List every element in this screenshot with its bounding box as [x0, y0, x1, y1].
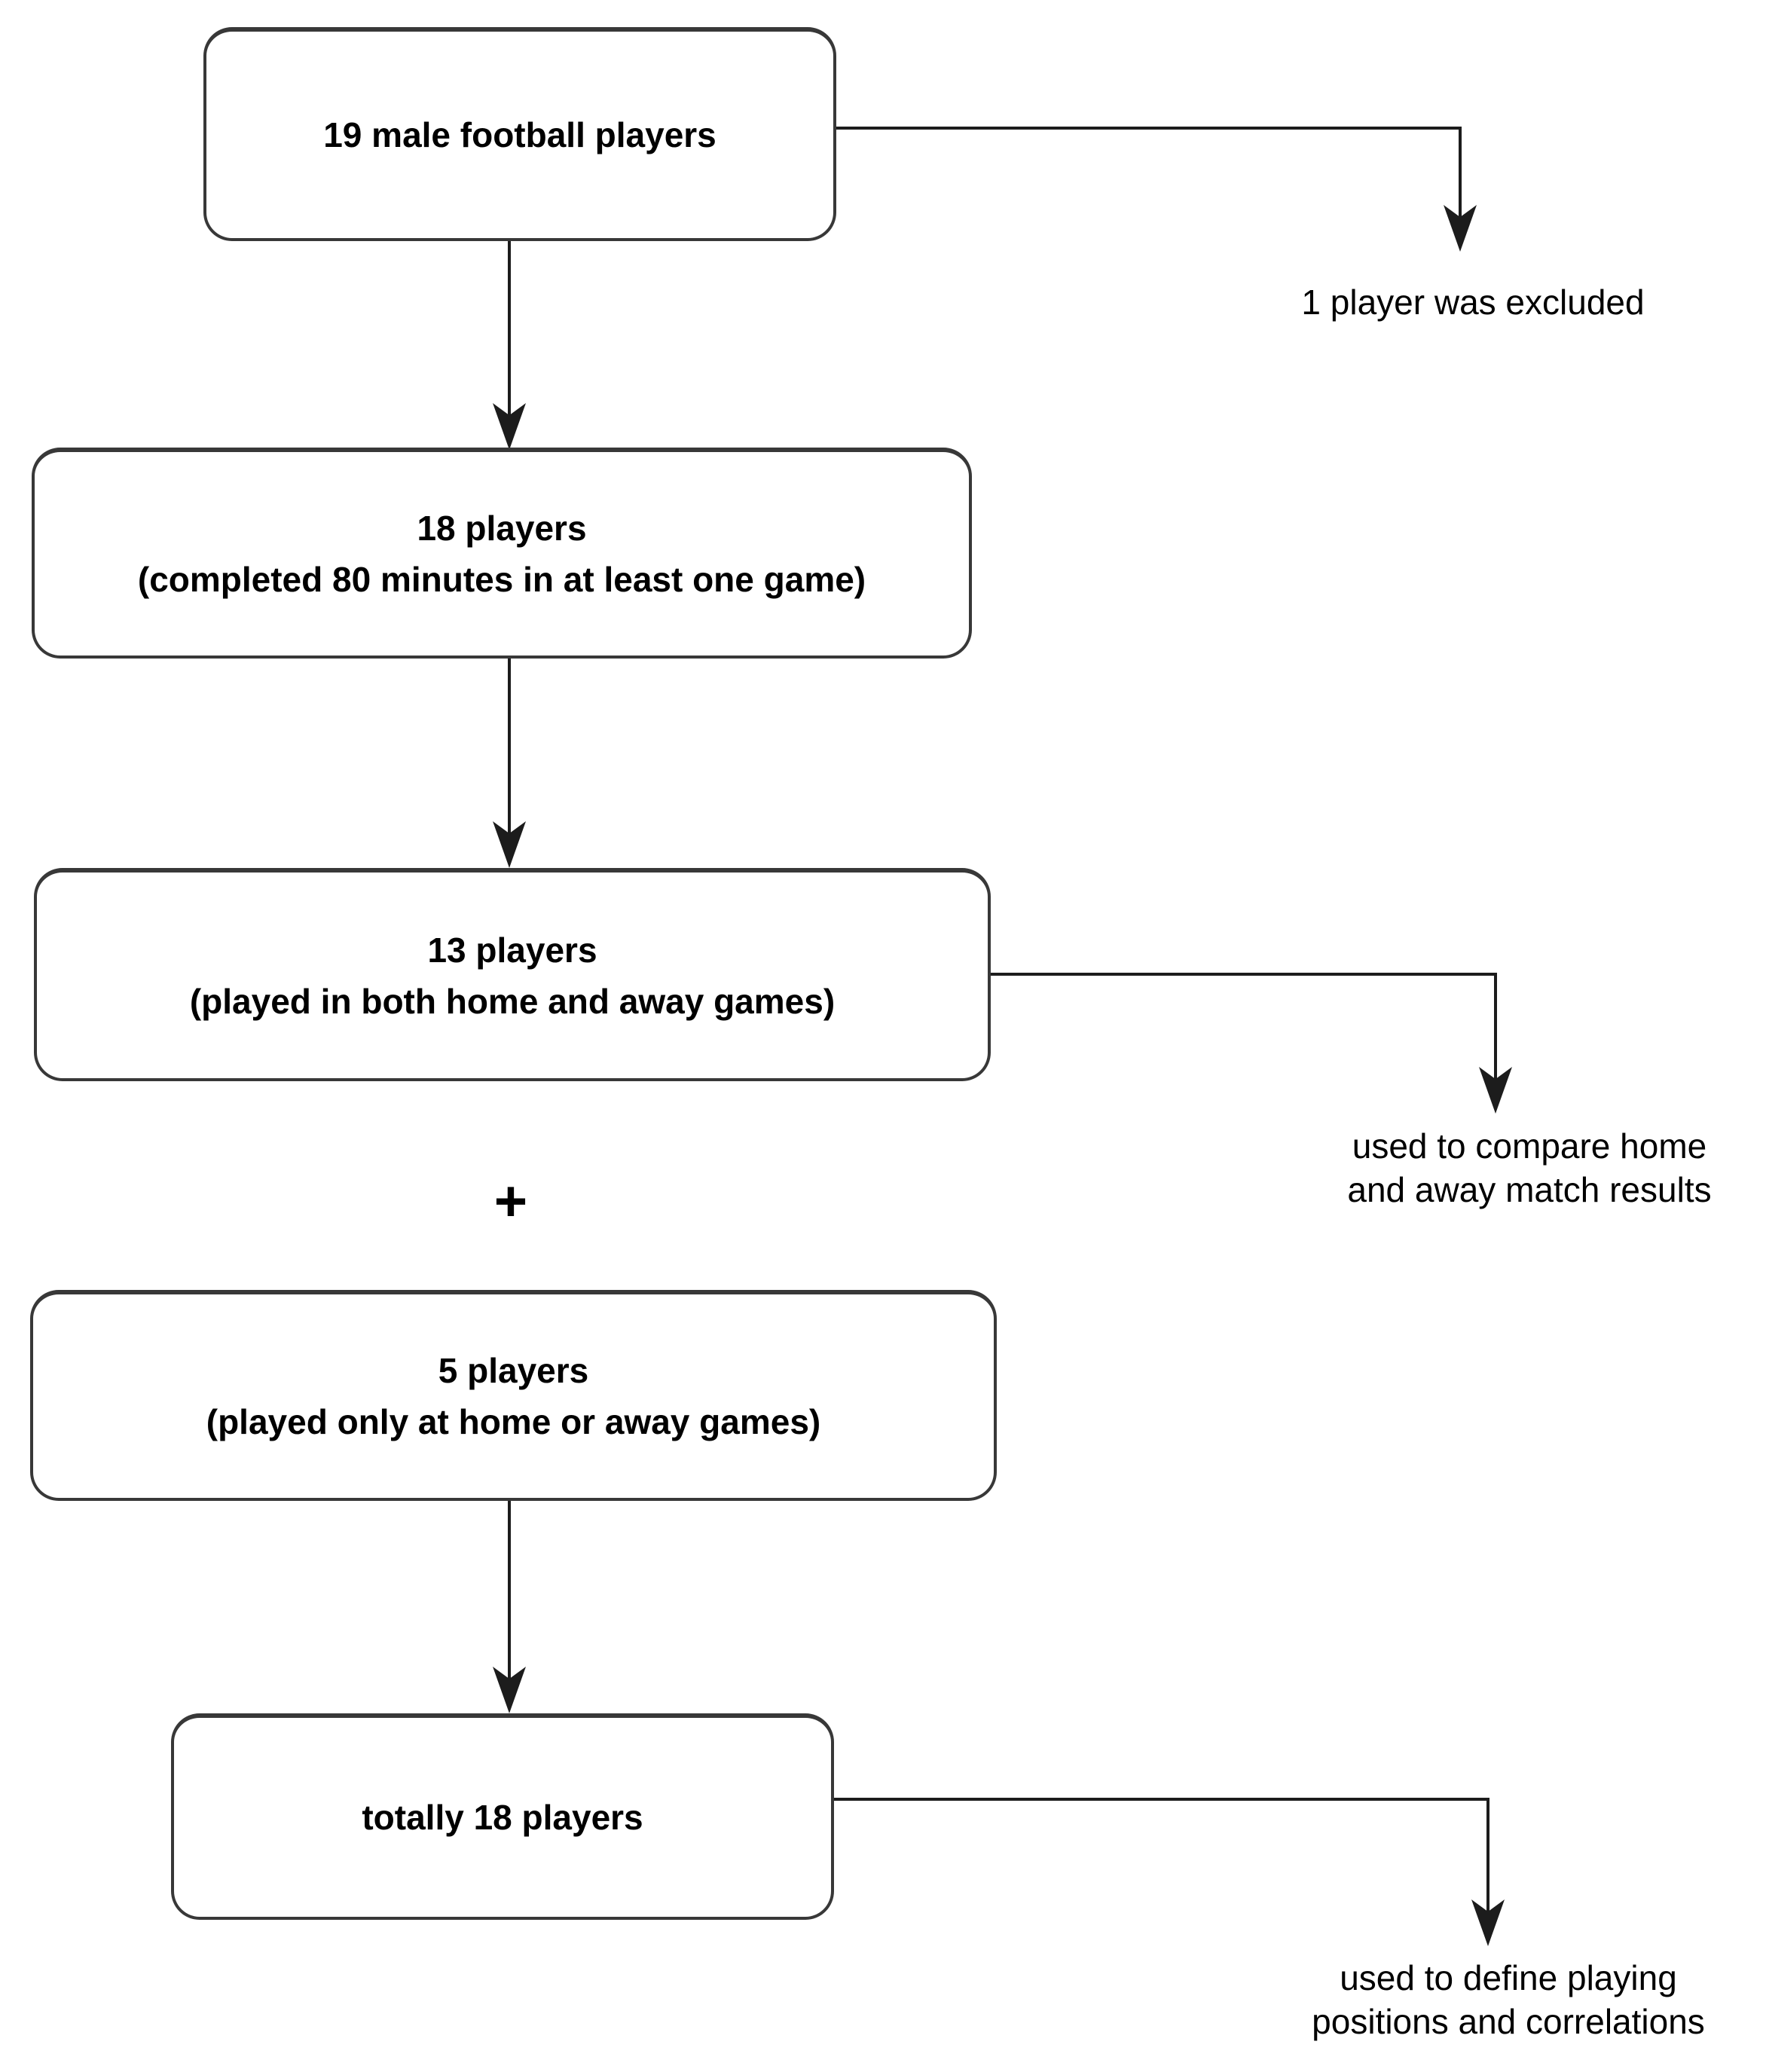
branch-define-hline	[834, 1798, 1489, 1801]
flow-box-label: totally 18 players	[362, 1798, 643, 1837]
label-excluded-line1: 1 player was excluded	[1301, 283, 1645, 322]
flow-box-label: 19 male football players	[323, 115, 716, 154]
flow-box-sublabel: (completed 80 minutes in at least one ga…	[137, 560, 866, 599]
connector-box2-box3	[508, 659, 511, 862]
flow-box-sublabel: (played in both home and away games)	[189, 981, 836, 1021]
label-compare-line2: and away match results	[1347, 1170, 1712, 1209]
flow-box-19-male-players: 19 male football players	[203, 27, 836, 241]
label-compare: used to compare home and away match resu…	[1273, 1124, 1766, 1212]
flow-box-5-players: 5 players (played only at home or away g…	[30, 1290, 997, 1501]
flow-box-label: 13 players	[427, 930, 597, 970]
label-compare-line1: used to compare home	[1352, 1126, 1707, 1166]
label-define: used to define playing positions and cor…	[1251, 1956, 1766, 2043]
flow-box-13-players: 13 players (played in both home and away…	[34, 868, 991, 1081]
flow-box-totally-18-players: totally 18 players	[171, 1713, 834, 1920]
branch-excluded-vline	[1459, 127, 1462, 225]
label-define-line1: used to define playing	[1340, 1958, 1677, 1997]
label-excluded: 1 player was excluded	[1247, 280, 1699, 324]
label-define-line2: positions and correlations	[1312, 2002, 1705, 2041]
flow-box-label: 18 players	[417, 509, 587, 548]
flow-box-label: 5 players	[438, 1351, 589, 1390]
flow-box-sublabel: (played only at home or away games)	[206, 1402, 821, 1441]
connector-box4-box5	[508, 1501, 511, 1706]
flow-box-18-players: 18 players (completed 80 minutes in at l…	[32, 448, 972, 659]
plus-operator: +	[493, 1169, 528, 1233]
branch-compare-hline	[991, 973, 1497, 976]
branch-compare-vline	[1494, 973, 1497, 1087]
connector-box1-box2	[508, 241, 511, 443]
branch-excluded-hline	[836, 127, 1462, 130]
branch-define-vline	[1486, 1798, 1489, 1921]
